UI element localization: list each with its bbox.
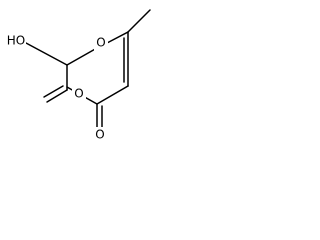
bond-c-acid-oh [25,42,68,66]
bond-c4-methyl [127,9,151,33]
bond-c2-o3 [66,47,98,66]
ring-oxygen-bottom-label: O [74,87,83,101]
bonds [25,9,151,130]
carbonyl-oxygen-label: O [95,128,104,142]
atom-labels: HO O O O [4,33,108,143]
hydroxyl-label: HO [7,34,25,48]
bond-c-acid-o-carbonyl-2 [43,85,64,98]
bond-c-acid-o-carbonyl-1 [46,89,68,103]
bond-o3-c4 [106,31,129,44]
molecule-structure-diagram: HO O O O [4,9,151,143]
bond-c5-c6 [96,85,129,105]
ring-oxygen-top-label: O [96,36,105,50]
